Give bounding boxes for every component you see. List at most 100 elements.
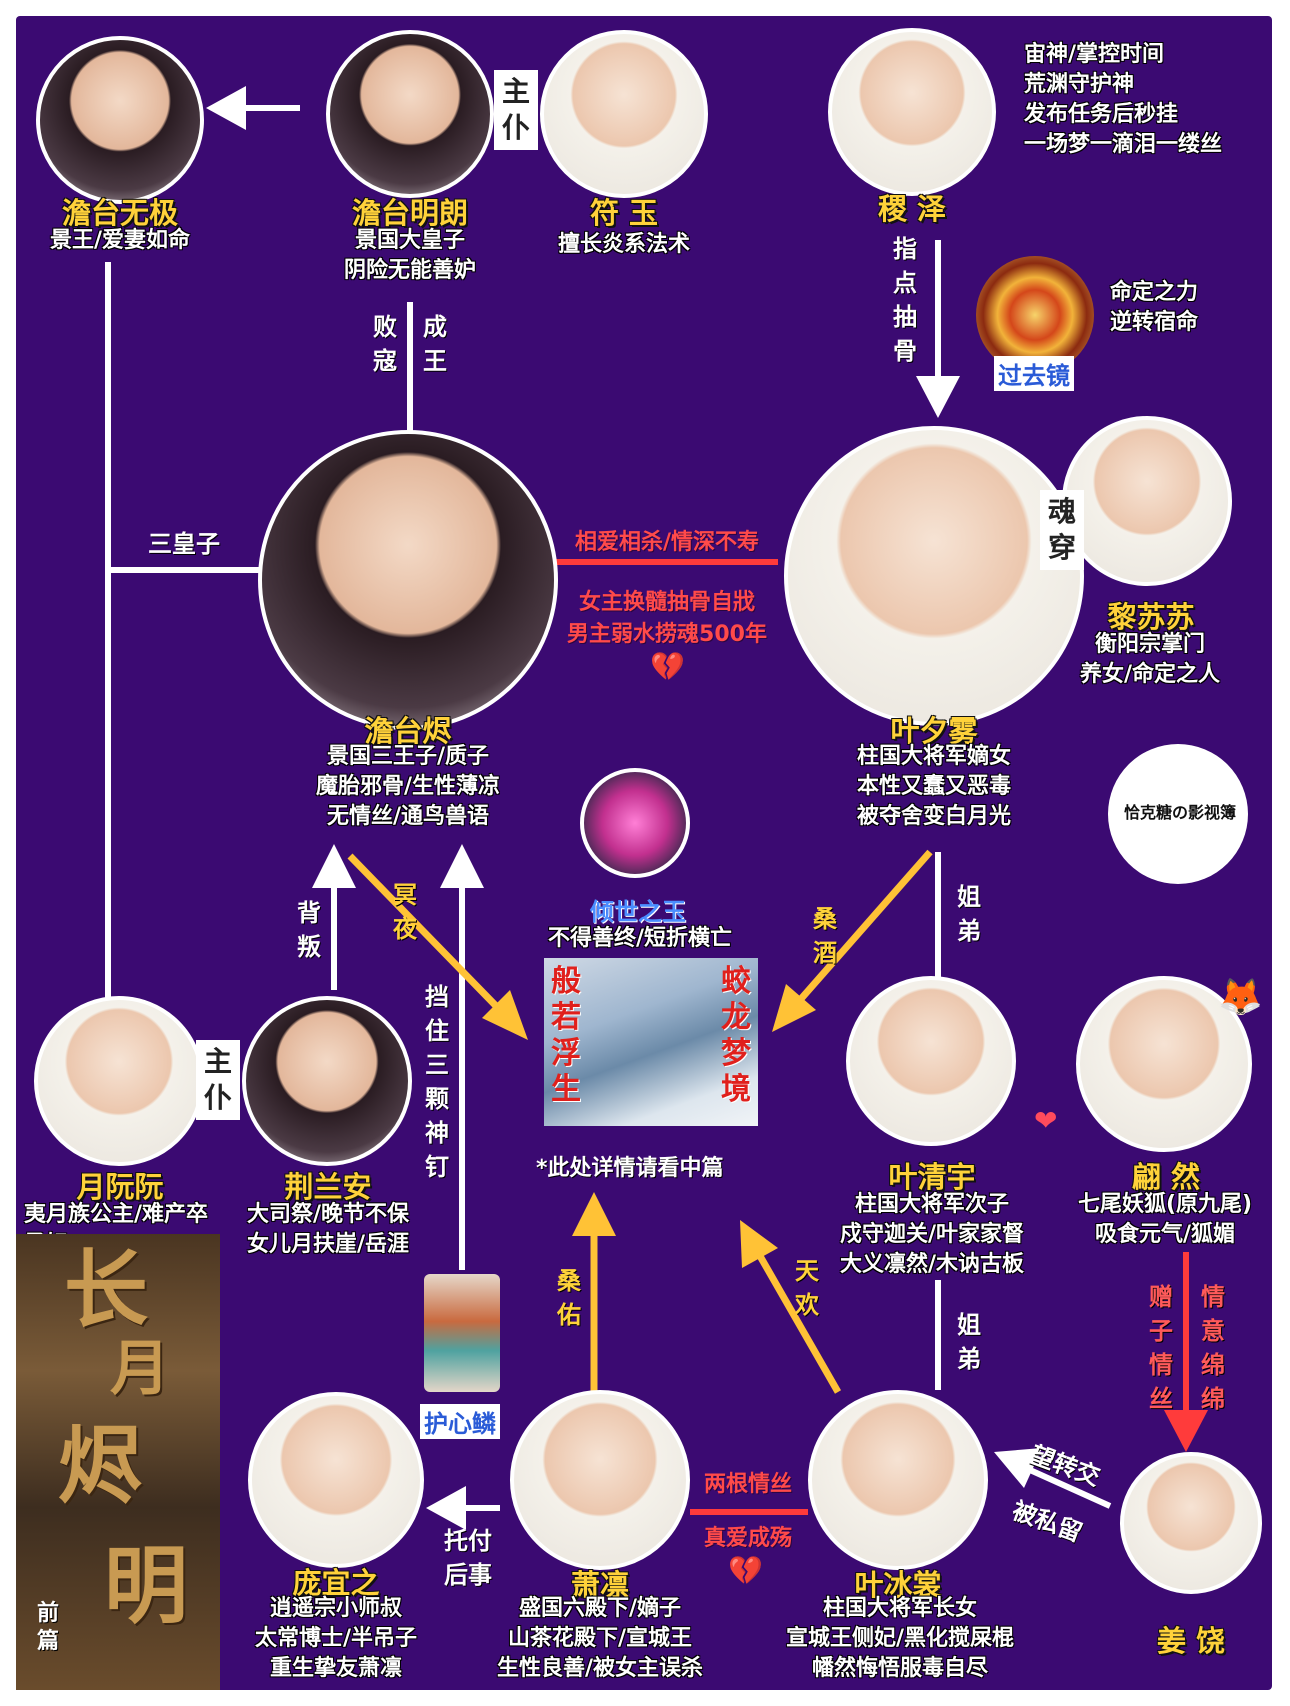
name-jing-lanan: 荆兰安 bbox=[284, 1170, 372, 1204]
portrait-pang-yizhi bbox=[248, 1392, 424, 1568]
line-jiangrao-bingshang bbox=[1028, 1467, 1112, 1509]
name-ji-ze: 稷 泽 bbox=[877, 192, 947, 226]
item-qingshi-jade-desc: 不得善终/短折横亡 bbox=[547, 926, 733, 951]
arrowhead-to-bingshang bbox=[994, 1448, 1042, 1488]
label-mingye: 冥夜 bbox=[393, 881, 417, 943]
desc-zhantai-wuji: 景王/爱妻如命 bbox=[49, 228, 191, 253]
fox-icon: 🦊 bbox=[1218, 977, 1263, 1018]
portrait-jing-lanan bbox=[242, 996, 412, 1166]
arrowhead-to-xiwu bbox=[916, 376, 960, 418]
poster-char-1: 长 bbox=[63, 1240, 148, 1339]
tag-hunchuan: 魂穿 bbox=[1040, 490, 1084, 570]
poster-char-2: 月 bbox=[110, 1334, 170, 1404]
dragon-dream-image: 般若浮生 蛟龙梦境 bbox=[544, 958, 758, 1126]
red-heart-icon: ❤ bbox=[1034, 1104, 1058, 1137]
portrait-ye-qingyu bbox=[846, 976, 1016, 1146]
line-mingye bbox=[347, 853, 503, 1013]
center-note: *此处详情请看中篇 bbox=[536, 1156, 724, 1181]
tag-zhupu-left: 主仆 bbox=[196, 1040, 240, 1120]
broken-heart-icon-2: 💔 bbox=[728, 1554, 763, 1587]
label-dangzhu: 挡住三颗神钉 bbox=[425, 983, 449, 1181]
desc-li-susu: 衡阳宗掌门养女/命定之人 bbox=[1079, 632, 1221, 687]
arrowhead-tianhuan bbox=[740, 1220, 778, 1268]
arrowhead-to-wuji bbox=[206, 86, 246, 130]
label-chengwang: 成王 bbox=[423, 313, 447, 375]
name-ye-bingshang: 叶冰裳 bbox=[854, 1568, 942, 1602]
name-zhantai-jin: 澹台烬 bbox=[364, 714, 452, 748]
tag-zhupu-top: 主仆 bbox=[494, 70, 538, 150]
name-jiang-rao: 姜 饶 bbox=[1156, 1624, 1226, 1658]
poster-part: 前篇 bbox=[36, 1601, 59, 1654]
label-qingyi: 情意绵绵 bbox=[1201, 1283, 1225, 1413]
item-heart-scale-name: 护心鳞 bbox=[420, 1404, 500, 1439]
line-sangjiu bbox=[797, 849, 933, 1003]
love-line-2: 女主换髓抽骨自戕 bbox=[578, 590, 755, 615]
item-qingshi-jade-name: 倾世之玉 bbox=[590, 898, 686, 926]
portrait-xiao-lin bbox=[510, 1390, 690, 1570]
arrowhead-sangyou bbox=[572, 1192, 616, 1236]
portrait-zhantai-jin bbox=[258, 430, 558, 730]
line-tianhuan bbox=[756, 1254, 842, 1394]
portrait-ye-xiwu bbox=[784, 426, 1084, 726]
portrait-jiang-rao bbox=[1120, 1452, 1262, 1594]
item-past-mirror-name: 过去镜 bbox=[994, 356, 1074, 391]
label-sanhuangzi: 三皇子 bbox=[148, 530, 220, 558]
desc-ye-qingyu: 柱国大将军次子戍守迦关/叶家家督大义凛然/木讷古板 bbox=[839, 1192, 1025, 1277]
watermark-logo-text: 恰克糖の影视簿 bbox=[1123, 803, 1236, 822]
name-zhantai-minglang: 澹台明朗 bbox=[351, 196, 468, 230]
portrait-zhantai-wuji bbox=[36, 36, 204, 204]
name-chi-ran: 翩 然 bbox=[1131, 1160, 1201, 1194]
portrait-fu-yu bbox=[540, 30, 708, 198]
desc-ji-ze: 宙神/掌控时间荒渊守护神发布任务后秒挂一场梦一滴泪一缕丝 bbox=[1024, 42, 1223, 157]
name-ye-qingyu: 叶清宇 bbox=[888, 1160, 976, 1194]
poster-char-3: 烬 bbox=[57, 1416, 142, 1515]
heart-scale-image bbox=[424, 1274, 500, 1392]
label-sangyou: 桑佑 bbox=[557, 1267, 581, 1329]
arrowhead-to-pang bbox=[426, 1486, 466, 1530]
name-yue-ruanruan: 月阮阮 bbox=[76, 1170, 164, 1204]
portrait-zhantai-minglang bbox=[326, 30, 494, 198]
portrait-yue-ruanruan bbox=[34, 996, 204, 1166]
love-line-1: 相爱相杀/情深不寿 bbox=[574, 530, 760, 555]
portrait-chi-ran bbox=[1076, 976, 1252, 1152]
desc-ye-xiwu: 柱国大将军嫡女本性又蠢又恶毒被夺舍变白月光 bbox=[856, 744, 1011, 829]
portrait-ye-bingshang bbox=[808, 1390, 988, 1570]
label-beipan: 背叛 bbox=[297, 899, 321, 961]
label-two-threads-1: 两根情丝 bbox=[703, 1472, 792, 1497]
desc-fu-yu: 擅长炎系法术 bbox=[557, 232, 690, 257]
label-jiedi-2: 姐弟 bbox=[957, 1311, 981, 1373]
love-line-3: 男主弱水捞魂500年 bbox=[567, 622, 767, 647]
name-xiao-lin: 萧凛 bbox=[570, 1568, 629, 1602]
desc-pang-yizhi: 逍遥宗小师叔太常博士/半吊子重生挚友萧凛 bbox=[254, 1596, 418, 1681]
label-two-threads-2: 真爱成殇 bbox=[703, 1526, 792, 1551]
desc-ye-bingshang: 柱国大将军长女宣城王侧妃/黑化搅屎棍幡然悔悟服毒自尽 bbox=[785, 1596, 1015, 1681]
broken-heart-icon: 💔 bbox=[650, 650, 685, 683]
arrowhead-sangjiu bbox=[772, 984, 816, 1032]
name-li-susu: 黎苏苏 bbox=[1107, 600, 1195, 634]
desc-jing-lanan: 大司祭/晚节不保女儿月扶崖/岳涯 bbox=[246, 1202, 410, 1257]
portrait-past-mirror bbox=[976, 256, 1094, 374]
name-ye-xiwu: 叶夕雾 bbox=[890, 714, 978, 748]
center-right-title: 蛟龙梦境 bbox=[721, 964, 751, 1107]
label-zhidian: 指点抽骨 bbox=[893, 235, 917, 365]
desc-past-mirror: 命定之力逆转宿命 bbox=[1110, 280, 1199, 335]
name-pang-yizhi: 庞宜之 bbox=[292, 1566, 380, 1600]
label-zengzi: 赠子情丝 bbox=[1149, 1283, 1173, 1413]
desc-zhantai-minglang: 景国大皇子阴险无能善妒 bbox=[343, 228, 476, 283]
center-left-title: 般若浮生 bbox=[551, 964, 581, 1107]
desc-xiao-lin: 盛国六殿下/嫡子山茶花殿下/宣城王生性良善/被女主误杀 bbox=[496, 1596, 704, 1681]
name-zhantai-wuji: 澹台无极 bbox=[61, 196, 178, 230]
poster-char-4: 明 bbox=[103, 1536, 188, 1635]
arrowhead-to-jiangrao bbox=[1164, 1410, 1208, 1452]
label-sangjiu: 桑酒 bbox=[813, 905, 837, 967]
desc-chi-ran: 七尾妖狐(原九尾)吸食元气/狐媚 bbox=[1077, 1192, 1253, 1247]
portrait-qingshi-jade bbox=[580, 768, 690, 878]
label-tianhuan: 天欢 bbox=[795, 1257, 819, 1319]
label-jiedi-1: 姐弟 bbox=[957, 883, 981, 945]
arrowhead-scale bbox=[440, 844, 484, 888]
portrait-ji-ze bbox=[828, 28, 996, 196]
desc-zhantai-jin: 景国三王子/质子魔胎邪骨/生性薄凉无情丝/通鸟兽语 bbox=[315, 744, 501, 829]
label-tuofu-1: 托付后事 bbox=[444, 1527, 492, 1589]
